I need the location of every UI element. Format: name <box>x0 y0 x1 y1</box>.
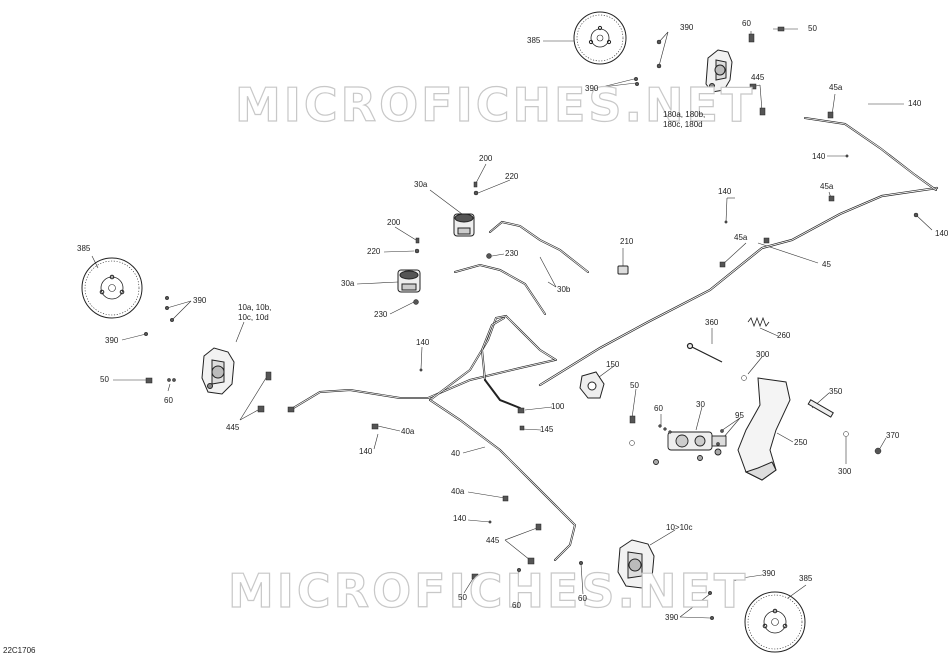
callout-200-2: 200 <box>387 218 401 227</box>
callout-220-1: 220 <box>505 172 519 181</box>
callout-180-text: 180a, 180b, 180c, 180d <box>663 110 706 129</box>
callout-385-left: 385 <box>77 244 91 253</box>
callout-10-10c: 10>10c <box>666 523 693 532</box>
callout-30a-1: 30a <box>414 180 428 189</box>
callout-200-1: 200 <box>479 154 493 163</box>
clip-210 <box>617 265 629 275</box>
callout-50-mid: 50 <box>630 381 639 390</box>
callout-50-left: 50 <box>100 375 109 384</box>
callout-45a-1: 45a <box>829 83 843 92</box>
callout-390-bottom-1: 390 <box>762 569 776 578</box>
brake-disc-top <box>573 11 627 65</box>
callout-140-r1: 140 <box>908 99 922 108</box>
brake-line-left-front <box>289 359 556 411</box>
callout-390-left-1: 390 <box>193 296 207 305</box>
callout-140-bottom: 140 <box>453 514 467 523</box>
callout-350: 350 <box>829 387 843 396</box>
brake-line-45 <box>538 186 939 387</box>
brake-lines <box>289 117 939 561</box>
callout-60-bottom-2: 60 <box>578 594 587 603</box>
master-cylinder-30 <box>653 431 727 465</box>
brake-disc-bottom <box>744 591 806 653</box>
callout-60-bottom-1: 60 <box>512 601 521 610</box>
callout-300-1: 300 <box>756 350 770 359</box>
callout-40a-1: 40a <box>401 427 415 436</box>
bracket-150 <box>579 371 605 399</box>
leader-lines <box>91 28 933 619</box>
watermark-top: MICROFICHES.NET <box>234 78 756 132</box>
callout-40: 40 <box>451 449 460 458</box>
callout-360: 360 <box>705 318 719 327</box>
brake-line-40 <box>429 399 577 561</box>
brake-hose-30b <box>489 220 589 273</box>
callout-390-left-2: 390 <box>105 336 119 345</box>
callout-140-r4: 140 <box>935 229 949 238</box>
callout-40a-2: 40a <box>451 487 465 496</box>
callout-60-top: 60 <box>742 19 751 28</box>
callout-30a-2: 30a <box>341 279 355 288</box>
brake-disc-left <box>81 257 143 319</box>
brake-hose-loop <box>429 314 557 401</box>
callout-140-r2: 140 <box>812 152 826 161</box>
callout-180: 180a, 180b, 180c, 180d <box>663 110 705 130</box>
reservoir-30a-upper <box>453 213 475 237</box>
callout-445-top: 445 <box>751 73 765 82</box>
callout-445-bottom: 445 <box>486 536 500 545</box>
caliper-bottom <box>617 539 655 589</box>
pin-360 <box>686 342 723 363</box>
callout-390-top-2: 390 <box>585 84 599 93</box>
callout-100: 100 <box>551 402 565 411</box>
hardware <box>143 26 919 621</box>
callout-140-mid2: 140 <box>359 447 373 456</box>
callout-250: 250 <box>794 438 808 447</box>
watermark-bottom: MICROFICHES.NET <box>227 564 749 618</box>
callout-390-top-1: 390 <box>680 23 694 32</box>
callout-220-2: 220 <box>367 247 381 256</box>
pin-350 <box>807 399 834 418</box>
callout-30b: 30b <box>557 285 571 294</box>
callout-385-bottom: 385 <box>799 574 813 583</box>
callout-150: 150 <box>606 360 620 369</box>
callout-260: 260 <box>777 331 791 340</box>
callout-300-2: 300 <box>838 467 852 476</box>
callout-30: 30 <box>696 400 705 409</box>
callout-45: 45 <box>822 260 831 269</box>
callout-60-left: 60 <box>164 396 173 405</box>
callout-445-left: 445 <box>226 423 240 432</box>
caliper-left <box>201 347 235 395</box>
callout-60-mid: 60 <box>654 404 663 413</box>
callout-230-2: 230 <box>374 310 388 319</box>
brake-pedal-250 <box>737 377 791 481</box>
callout-370: 370 <box>886 431 900 440</box>
callout-45a-2: 45a <box>820 182 834 191</box>
callout-10a: 10a, 10b, 10c, 10d <box>238 303 271 323</box>
callout-145: 145 <box>540 425 554 434</box>
callout-50-bottom: 50 <box>458 593 467 602</box>
figure-reference-code: 22C1706 <box>3 646 36 655</box>
reservoir-30a-lower <box>397 269 421 293</box>
callout-385-top: 385 <box>527 36 541 45</box>
callout-140-r3: 140 <box>718 187 732 196</box>
callout-45a-3: 45a <box>734 233 748 242</box>
callout-10a-text: 10a, 10b, 10c, 10d <box>238 303 272 322</box>
callout-95: 95 <box>735 411 744 420</box>
callout-140-mid: 140 <box>416 338 430 347</box>
callout-210: 210 <box>620 237 634 246</box>
caliper-top-right <box>705 49 733 93</box>
callout-390-bottom-2: 390 <box>665 613 679 622</box>
callout-230-1: 230 <box>505 249 519 258</box>
callout-50-top: 50 <box>808 24 817 33</box>
spring-260 <box>747 316 770 328</box>
